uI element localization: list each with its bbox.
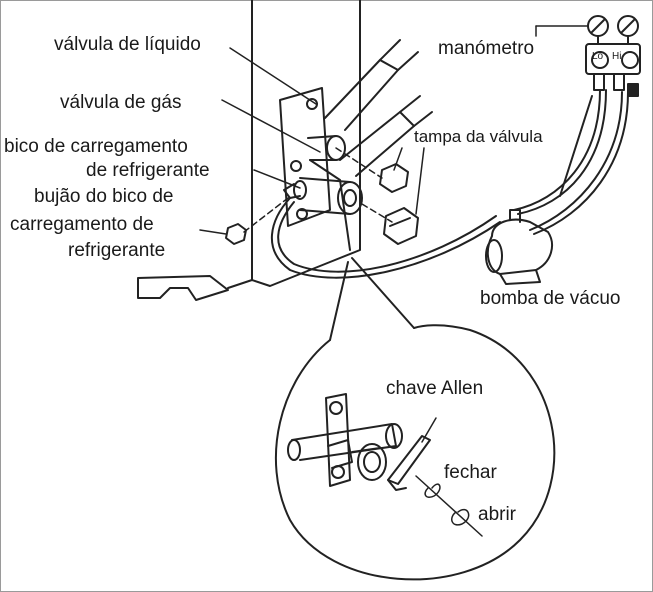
- valves: [299, 135, 363, 215]
- label-vacuum-pump: bomba de vácuo: [480, 288, 621, 309]
- label-charging-port-line2: de refrigerante: [86, 160, 210, 181]
- label-port-cap-line1: bujão do bico de: [34, 186, 174, 207]
- valve-caps: [379, 163, 419, 245]
- detail-magnifier: [274, 257, 556, 581]
- label-open: abrir: [478, 504, 517, 525]
- detail-valve: [287, 393, 403, 487]
- label-port-cap-line2: carregamento de: [10, 214, 154, 235]
- label-port-cap-line3: refrigerante: [68, 240, 166, 261]
- label-allen-key: chave Allen: [386, 378, 484, 399]
- manifold-gauge: [535, 15, 641, 97]
- label-liquid-valve: válvula de líquido: [54, 34, 201, 55]
- allen-key: [387, 417, 483, 537]
- port-cap: [225, 223, 247, 245]
- label-close: fechar: [444, 462, 497, 483]
- label-valve-cap: tampa da válvula: [414, 127, 543, 146]
- label-gauge-hi: Hi: [612, 51, 622, 62]
- label-manometer: manómetro: [438, 38, 535, 59]
- manifold-hoses: [513, 89, 629, 235]
- label-gauge-lo: Lo: [592, 51, 604, 62]
- label-gas-valve: válvula de gás: [60, 92, 182, 113]
- charging-port: [283, 180, 307, 200]
- vacuum-pump: [485, 209, 553, 285]
- charging-hose: [271, 197, 501, 279]
- refrigerant-pipes: [324, 39, 433, 177]
- label-charging-port-line1: bico de carregamento: [4, 136, 188, 157]
